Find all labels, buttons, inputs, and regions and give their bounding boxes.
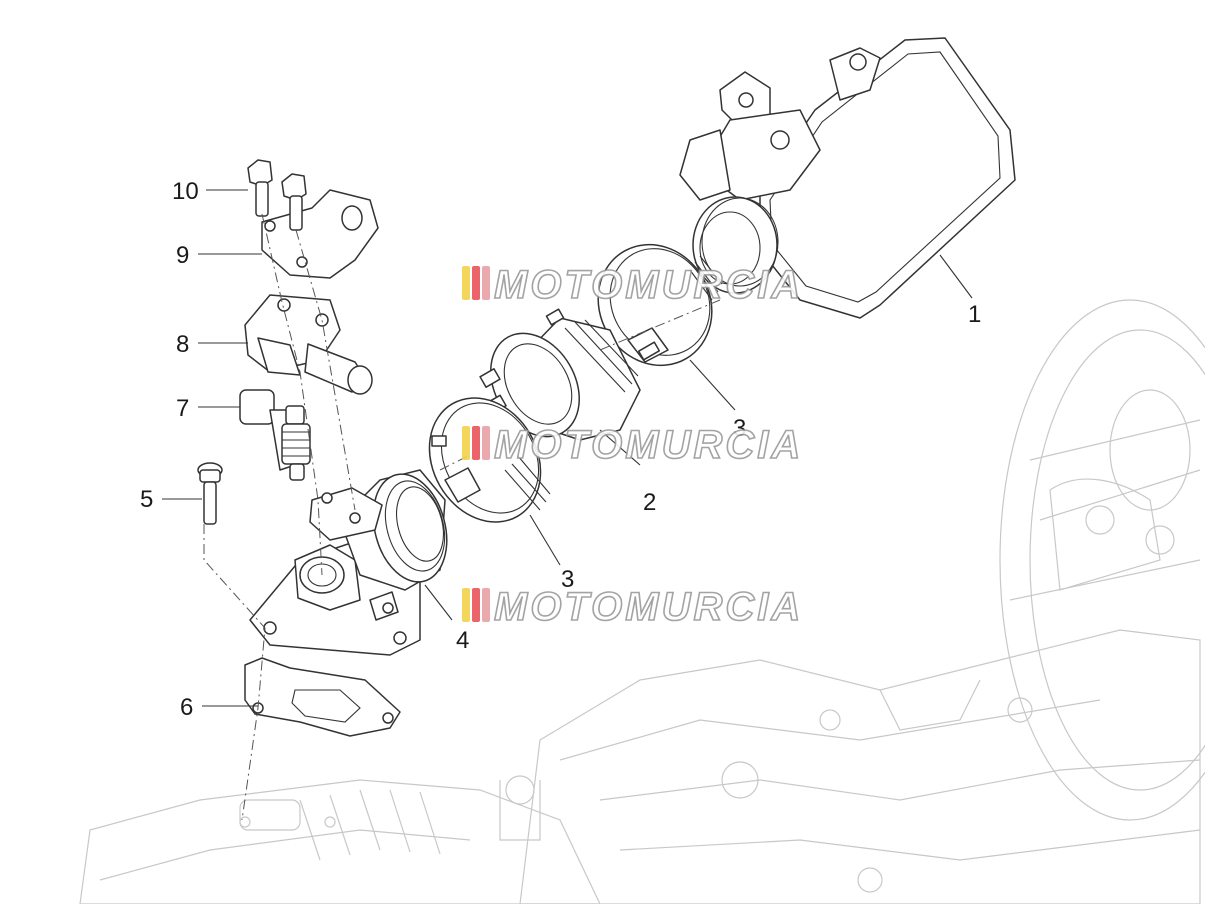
alignment-lines — [203, 213, 721, 821]
watermark-logo-stripes — [462, 588, 490, 622]
callout-4: 4 — [456, 627, 469, 654]
engine-background-ghost — [79, 299, 1205, 904]
watermark-logo-stripes — [462, 426, 490, 460]
callout-labels: 1 2 3 3 4 5 6 7 8 9 10 — [140, 178, 981, 721]
watermark-middle: MOTOMURCIA — [462, 422, 803, 468]
part-7-injector — [239, 389, 311, 481]
part-5-bolt — [197, 462, 223, 525]
part-10-screws — [247, 159, 307, 231]
part-1-air-box — [679, 37, 1016, 319]
watermark-logo-stripes — [462, 266, 490, 300]
callout-3: 3 — [561, 566, 574, 593]
callout-7: 7 — [176, 395, 189, 422]
callout-5: 5 — [140, 486, 153, 513]
callout-8: 8 — [176, 331, 189, 358]
part-6-gasket — [244, 657, 401, 737]
callout-1: 1 — [968, 301, 981, 328]
callout-3b: 3 — [733, 415, 746, 442]
callout-10: 10 — [172, 178, 199, 205]
callout-9: 9 — [176, 242, 189, 269]
part-2-intake-sleeve — [479, 308, 641, 441]
watermark-text: MOTOMURCIA — [494, 263, 803, 307]
leader-lines — [162, 189, 973, 707]
watermark-bottom: MOTOMURCIA — [462, 584, 803, 630]
part-8-injector-holder — [244, 294, 373, 395]
watermark-text: MOTOMURCIA — [494, 585, 803, 629]
watermark-top: MOTOMURCIA — [462, 262, 803, 308]
part-4-throttle-body — [249, 469, 448, 656]
part-9-bracket — [261, 189, 379, 279]
watermark-text: MOTOMURCIA — [494, 423, 803, 467]
callout-2: 2 — [643, 489, 656, 516]
callout-6: 6 — [180, 694, 193, 721]
